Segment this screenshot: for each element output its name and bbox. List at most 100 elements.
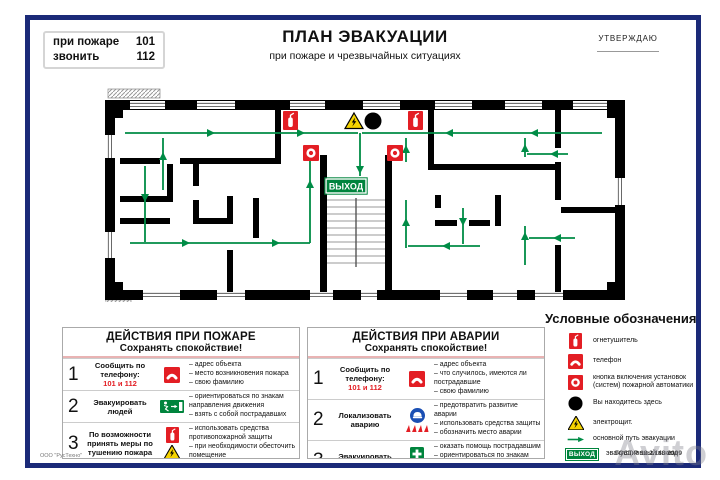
row-icons (402, 407, 432, 432)
action-label: Эвакуировать людей (338, 451, 392, 459)
action-label: Сообщить по телефону:101 и 112 (328, 365, 402, 392)
step-number: 1 (313, 368, 324, 390)
electric-warning-icon (567, 415, 584, 430)
accident-actions-panel: ДЕЙСТВИЯ ПРИ АВАРИИ Сохранять спокойстви… (307, 327, 545, 459)
approval-block: УТВЕРЖДАЮ (588, 34, 668, 52)
detail-line: – адрес объекта (434, 361, 487, 368)
fire-button-icon (303, 145, 319, 161)
footer-standard: ГОСТ Р 12.2.143-2009 (614, 450, 682, 457)
legend-label: электрощит. (593, 418, 633, 426)
detail-line: – место возникновения пожара (189, 370, 289, 378)
legend-item: основной путь эвакуации (567, 435, 705, 444)
step-number: 2 (68, 396, 79, 418)
detail-line: – ориентироваться по знакам направления … (434, 451, 529, 459)
row-details: – оказать помощь пострадавшим – ориентир… (432, 442, 541, 459)
legend-item: Вы находитесь здесь (567, 396, 705, 411)
you-are-here-icon (568, 396, 583, 411)
row-icons (157, 366, 187, 383)
phone-numbers: 101 и 112 (103, 379, 137, 389)
legend-item: кнопка включения установок (систем) пожа… (567, 374, 705, 391)
emergency-label: звонить (53, 51, 100, 63)
action-label: Сообщить по телефону:101 и 112 (83, 361, 157, 388)
detail-line: – что случилось, имеются ли пострадавшие (434, 369, 527, 386)
helmet-icon (409, 407, 425, 423)
evacuation-arrow-icon (567, 436, 584, 442)
action-row: 3 По возможности принять меры по тушению… (63, 422, 299, 459)
interior-walls (120, 110, 615, 292)
panel-title: ДЕЙСТВИЯ ПРИ АВАРИИ (352, 331, 500, 343)
window-icon (105, 135, 625, 258)
row-details: – использовать средства противопожарной … (187, 425, 296, 459)
approval-label: УТВЕРЖДАЮ (598, 34, 658, 43)
detail-line: – ориентироваться по знакам направления … (189, 393, 284, 410)
exit-sign: ВЫХОД (324, 177, 368, 195)
fire-button-icon (387, 145, 403, 161)
emergency-phone-row: при пожаре 101 (53, 35, 155, 50)
exit-sign-text: ВЫХОД (329, 182, 364, 192)
legend-label: телефон (593, 357, 622, 365)
panel-subtitle: Сохранять спокойствие! (308, 343, 544, 358)
first-aid-icon (410, 446, 424, 458)
legend-item: ВЫХОД эвакуационный выход (564, 447, 705, 461)
electric-warning-icon (343, 111, 365, 130)
row-details: – адрес объекта – что случилось, имеются… (432, 361, 541, 397)
detail-line: – использовать средства защиты (434, 419, 541, 427)
detail-line: – адрес объекта (189, 361, 242, 369)
emergency-number: 101 (135, 36, 155, 49)
staircase (327, 198, 385, 267)
detail-line: – предотвратить развитие аварии (434, 401, 518, 418)
action-row: 2 Эвакуировать людей – ориентироваться п… (63, 390, 299, 422)
action-row: 1 Сообщить по телефону:101 и 112 – адрес… (308, 358, 544, 399)
step-number: 1 (68, 364, 79, 386)
action-text: Сообщить по телефону: (339, 365, 391, 384)
legend-label: Вы находитесь здесь (593, 399, 662, 407)
floor-plan: ВЫХОД (105, 88, 625, 302)
poster-frame: при пожаре 101 звонить 112 ПЛАН ЭВАКУАЦИ… (25, 15, 701, 468)
you-are-here-icon (364, 112, 382, 130)
row-details: – адрес объекта – место возникновения по… (187, 361, 296, 388)
porch-hatch (107, 88, 161, 99)
row-icons (157, 400, 187, 414)
action-label: Локализовать аварию (338, 410, 392, 429)
detail-line: – при необходимости обесточить помещение (189, 443, 296, 459)
panel-title: ДЕЙСТВИЯ ПРИ ПОЖАРЕ (106, 331, 256, 343)
action-row: 3 Эвакуировать людей – оказать помощь по… (308, 439, 544, 459)
panel-subtitle: Сохранять спокойствие! (63, 343, 299, 358)
exit-run-icon (160, 400, 184, 414)
emergency-label: при пожаре (53, 36, 120, 49)
action-label: Эвакуировать людей (93, 397, 147, 416)
emergency-phone-box: при пожаре 101 звонить 112 (43, 31, 165, 69)
detail-line: – обозначить место аварии (434, 428, 522, 436)
detail-line: – свою фамилию (434, 387, 489, 395)
page-title: ПЛАН ЭВАКУАЦИИ (282, 27, 448, 46)
action-row: 1 Сообщить по телефону:101 и 112 – адрес… (63, 358, 299, 390)
step-number: 3 (68, 432, 79, 454)
legend-label: эвакуационный выход (606, 450, 678, 458)
signature-line (597, 51, 659, 52)
legend: Условные обозначения огнетушитель телефо… (545, 311, 705, 465)
action-row: 2 Локализовать аварию – предотвратить ра… (308, 398, 544, 440)
row-icons (402, 446, 432, 458)
window-icon (143, 290, 563, 300)
fire-button-icon (568, 374, 583, 390)
legend-item: телефон (567, 354, 705, 369)
fire-actions-panel: ДЕЙСТВИЯ ПРИ ПОЖАРЕ Сохранять спокойстви… (62, 327, 300, 459)
row-icons (157, 427, 187, 458)
window-icon (130, 100, 607, 110)
extinguisher-icon (283, 111, 298, 130)
porch-hatch (105, 299, 132, 302)
legend-label: кнопка включения установок (систем) пожа… (593, 374, 694, 390)
phone-icon (409, 370, 425, 387)
extinguisher-icon (408, 111, 423, 130)
legend-item: электрощит. (567, 415, 705, 430)
legend-item: огнетушитель (567, 333, 705, 349)
detail-line: – оказать помощь пострадавшим (434, 442, 541, 450)
row-details: – предотвратить развитие аварии – исполь… (432, 402, 541, 438)
legend-title: Условные обозначения (545, 311, 697, 326)
legend-label: основной путь эвакуации (593, 435, 675, 443)
phone-numbers: 101 и 112 (348, 383, 382, 393)
extinguisher-icon (165, 427, 179, 444)
footer-company: ООО "РусТехно" (40, 453, 83, 459)
title-block: ПЛАН ЭВАКУАЦИИ при пожаре и чрезвычайных… (180, 27, 550, 62)
